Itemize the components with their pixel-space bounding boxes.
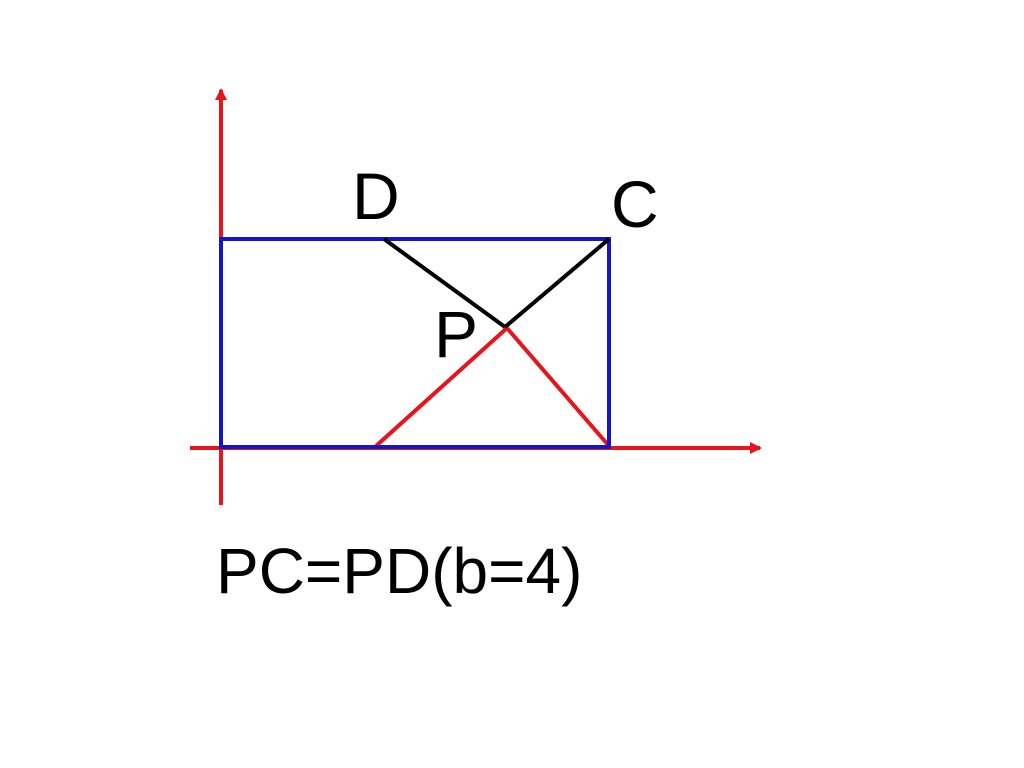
segment-p-to-bottom-left bbox=[374, 326, 509, 448]
point-label-c: C bbox=[611, 167, 659, 241]
point-label-p: P bbox=[434, 297, 478, 371]
caption: PC=PD(b=4) bbox=[216, 535, 582, 607]
segment-pc bbox=[503, 237, 611, 329]
segment-p-to-bottom-right bbox=[505, 326, 611, 448]
segment-pd bbox=[382, 237, 507, 329]
rectangle bbox=[219, 237, 611, 449]
point-label-d: D bbox=[352, 159, 400, 233]
